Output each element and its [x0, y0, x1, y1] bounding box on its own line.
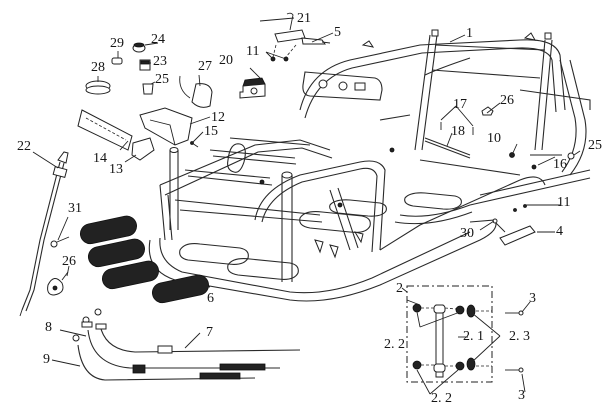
callout-5: 5	[334, 25, 341, 40]
callout-13: 13	[109, 162, 123, 177]
floor-mats	[79, 215, 209, 304]
callout-27: 27	[198, 59, 212, 74]
cables	[72, 308, 301, 381]
callout-30: 30	[460, 226, 474, 241]
callout-9: 9	[43, 352, 50, 367]
callout-21: 21	[297, 11, 311, 26]
callout-23: 23	[153, 54, 167, 69]
callout-2-2-upper: 2. 2	[384, 337, 405, 352]
callout-11-upper: 11	[246, 44, 260, 59]
callout-10: 10	[487, 131, 501, 146]
small-parts	[77, 12, 331, 161]
leader-lines	[32, 17, 581, 395]
callout-15: 15	[204, 124, 218, 139]
callout-3-upper: 3	[529, 291, 536, 306]
callout-16: 16	[553, 157, 567, 172]
callout-29: 29	[110, 36, 124, 51]
callout-22: 22	[17, 139, 31, 154]
callout-18: 18	[451, 124, 465, 139]
callout-25-right: 25	[588, 138, 602, 153]
callout-24: 24	[151, 32, 165, 47]
callout-20: 20	[219, 53, 233, 68]
callout-3-lower: 3	[518, 388, 525, 403]
callout-8: 8	[45, 320, 52, 335]
callout-14: 14	[93, 151, 107, 166]
callout-6: 6	[207, 291, 214, 306]
callout-28: 28	[91, 60, 105, 75]
callout-17: 17	[453, 97, 467, 112]
frame-assembly	[148, 29, 591, 302]
callout-2-1: 2. 1	[463, 329, 484, 344]
choke-cable	[19, 151, 69, 317]
callout-25-left: 25	[155, 72, 169, 87]
callout-12: 12	[211, 110, 225, 125]
callout-1: 1	[466, 26, 473, 41]
callout-11-lower: 11	[557, 195, 571, 210]
callout-26-left: 26	[62, 254, 76, 269]
callout-2-3: 2. 3	[509, 329, 530, 344]
callout-2: 2	[396, 281, 403, 296]
callout-7: 7	[206, 325, 213, 340]
callout-26-right: 26	[500, 93, 514, 108]
callout-2-2-lower: 2. 2	[431, 391, 452, 406]
callout-4: 4	[556, 224, 563, 239]
callout-31: 31	[68, 201, 82, 216]
